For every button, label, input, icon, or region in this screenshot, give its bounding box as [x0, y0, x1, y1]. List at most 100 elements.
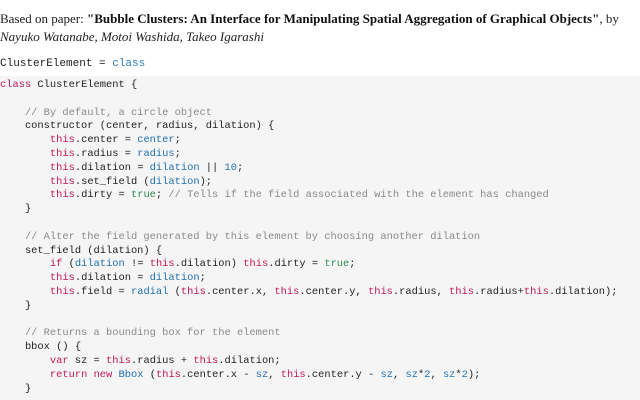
code-token: dilation	[74, 258, 125, 271]
code-token: return	[49, 368, 88, 381]
code-token: .dirty =	[74, 189, 131, 202]
code-token: dilation	[149, 272, 200, 285]
code-token: this	[49, 189, 75, 202]
code-token: );	[199, 175, 213, 188]
code-line	[0, 314, 640, 328]
code-token: .dirty =	[268, 258, 325, 271]
code-token: .radius +	[130, 354, 194, 367]
code-token: this	[523, 285, 549, 298]
code-token: .dilation;	[218, 354, 281, 367]
code-token: }	[0, 299, 32, 312]
reference-by: , by	[599, 11, 619, 26]
code-token: this	[49, 285, 75, 298]
code-line: }	[0, 383, 640, 397]
code-token: ;	[174, 147, 181, 160]
code-token: ||	[199, 161, 225, 174]
code-token: .center =	[74, 134, 138, 147]
code-token: this	[449, 285, 474, 298]
code-token	[0, 148, 50, 160]
code-line: // Alter the field generated by this ele…	[0, 231, 640, 245]
code-token: var	[49, 354, 69, 367]
code-token: (	[62, 258, 75, 271]
code-token: sz	[380, 368, 393, 381]
code-token: ;	[155, 189, 169, 202]
code-token: .center.y,	[299, 285, 368, 298]
code-token: this	[280, 368, 306, 381]
code-token: 10	[224, 161, 237, 174]
code-token: .radius+	[474, 285, 524, 298]
code-line	[0, 217, 640, 231]
code-token: *	[417, 368, 425, 381]
code-line: class ClusterElement {	[0, 79, 640, 93]
code-line: set_field (dilation) {	[0, 245, 640, 259]
class-assignment: ClusterElement = class	[0, 58, 145, 71]
code-token: .radius =	[74, 147, 138, 160]
code-line: // By default, a circle object	[0, 107, 640, 121]
code-line: // Returns a bounding box for the elemen…	[0, 327, 640, 341]
code-token: radius	[137, 147, 175, 160]
code-token: ,	[430, 368, 443, 381]
code-token	[0, 286, 50, 298]
code-token: bbox () {	[0, 341, 82, 354]
code-token: .dilation =	[74, 272, 150, 285]
code-token	[0, 258, 50, 270]
code-token: radial	[130, 285, 169, 298]
code-token: Bbox	[118, 368, 144, 381]
code-line: }	[0, 300, 640, 314]
code-token: dilation	[149, 175, 200, 188]
code-token: ;	[237, 161, 244, 174]
code-token: );	[467, 368, 481, 381]
code-token: // Returns a bounding box for the elemen…	[0, 327, 281, 340]
code-line: this.dilation = dilation || 10;	[0, 162, 640, 176]
code-token: new	[93, 368, 113, 381]
code-token: // Tells if the field associated with th…	[168, 189, 549, 202]
code-token: *	[455, 368, 462, 381]
code-line	[0, 93, 640, 107]
code-line: constructor (center, radius, dilation) {	[0, 120, 640, 134]
code-line: }	[0, 203, 640, 217]
paper-authors: Nayuko Watanabe, Motoi Washida, Takeo Ig…	[0, 29, 264, 44]
paper-reference: Based on paper: "Bubble Clusters: An Int…	[0, 10, 640, 46]
code-token: this	[243, 258, 269, 271]
code-line: this.radius = radius;	[0, 148, 640, 162]
code-token: this	[49, 147, 75, 160]
code-token: sz	[255, 368, 269, 381]
code-token: .set_field (	[74, 175, 150, 188]
code-token: ;	[199, 272, 206, 285]
code-token: class	[0, 79, 32, 91]
code-line: this.dirty = true; // Tells if the field…	[0, 189, 640, 203]
code-token	[0, 162, 50, 174]
code-token: // Alter the field generated by this ele…	[0, 230, 481, 243]
code-token: ,	[392, 368, 406, 381]
code-token: ;	[349, 258, 356, 271]
code-token: this	[49, 175, 75, 188]
code-line: if (dilation != this.dilation) this.dirt…	[0, 258, 640, 272]
code-line: var sz = this.radius + this.dilation;	[0, 355, 640, 369]
code-token: this	[49, 161, 75, 174]
code-line: bbox () {	[0, 341, 640, 355]
code-line: return new Bbox (this.center.x - sz, thi…	[0, 369, 640, 383]
code-token	[0, 355, 50, 367]
code-token: .radius,	[392, 285, 450, 298]
code-token: // By default, a circle object	[0, 106, 213, 119]
code-token: dilation	[149, 161, 200, 174]
code-token: 2	[461, 368, 468, 381]
code-token: .dilation)	[174, 258, 244, 271]
assignment-operator: =	[92, 58, 113, 70]
code-token: constructor (center, radius, dilation) {	[0, 120, 275, 133]
code-line: this.set_field (dilation);	[0, 176, 640, 190]
code-token: this	[49, 134, 75, 147]
code-token: .field =	[74, 285, 131, 298]
code-token: this	[180, 285, 206, 298]
assignment-value: class	[112, 58, 146, 70]
code-token: this	[274, 285, 300, 298]
code-token: this	[106, 354, 131, 367]
code-token: (	[168, 285, 181, 298]
code-token: .center.x,	[205, 285, 275, 298]
code-token: ,	[268, 368, 281, 381]
code-token: !=	[124, 258, 150, 271]
code-token: true	[130, 189, 156, 202]
code-token: set_field (dilation) {	[0, 244, 163, 257]
code-token	[0, 369, 50, 381]
code-token: true	[324, 258, 350, 271]
